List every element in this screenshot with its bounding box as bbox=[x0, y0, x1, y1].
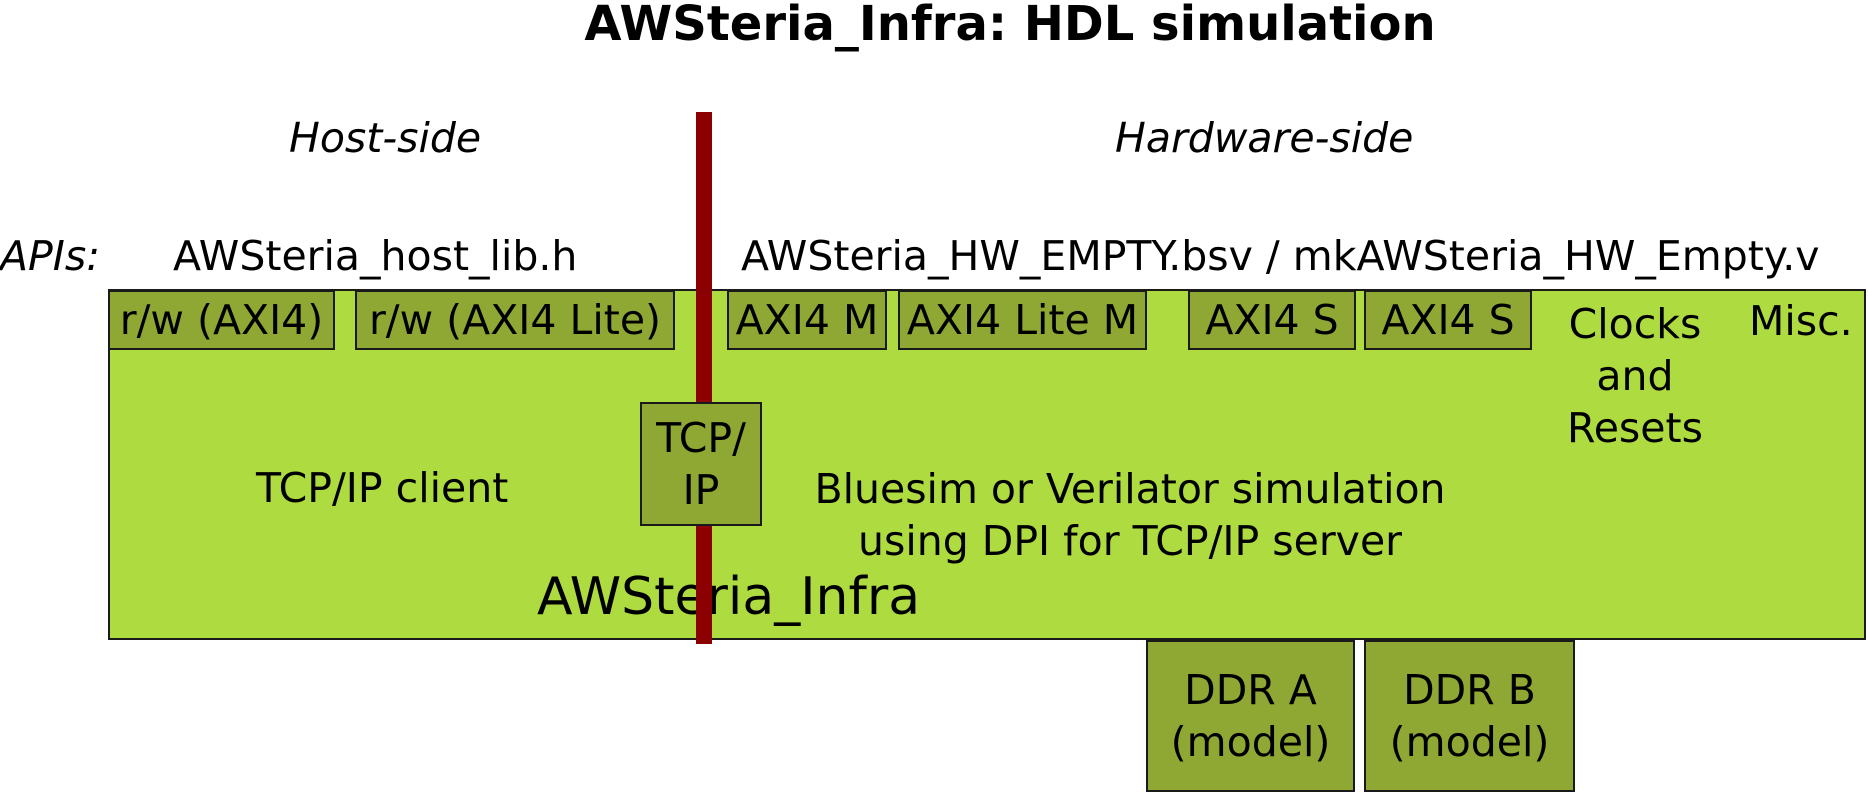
ddr-a-box: DDR A (model) bbox=[1146, 640, 1355, 792]
ddr-b-label: DDR B (model) bbox=[1389, 666, 1550, 766]
tcp-ip-box-label: TCP/ IP bbox=[656, 414, 746, 514]
host-hardware-divider bbox=[696, 112, 712, 644]
diagram-title: AWSteria_Infra: HDL simulation bbox=[584, 0, 1436, 52]
host-api-name: AWSteria_host_lib.h bbox=[173, 232, 578, 280]
hw-port-axi4-s-1: AXI4 S bbox=[1188, 290, 1356, 350]
apis-label: APIs: bbox=[0, 232, 101, 280]
infra-name-label: AWSteria_Infra bbox=[537, 567, 921, 627]
hw-port-axi4-s-2: AXI4 S bbox=[1364, 290, 1532, 350]
host-port-axi4-lite: r/w (AXI4 Lite) bbox=[355, 290, 675, 350]
hw-port-axi4-m: AXI4 M bbox=[727, 290, 887, 350]
host-port-axi4: r/w (AXI4) bbox=[108, 290, 335, 350]
simulation-label: Bluesim or Verilator simulation using DP… bbox=[814, 465, 1446, 565]
tcp-ip-client-label: TCP/IP client bbox=[256, 464, 509, 512]
misc-label: Misc. bbox=[1749, 297, 1853, 345]
host-side-label: Host-side bbox=[289, 114, 482, 162]
hw-port-axi4-lite-m: AXI4 Lite M bbox=[898, 290, 1147, 350]
tcp-ip-box: TCP/ IP bbox=[640, 402, 762, 526]
ddr-b-box: DDR B (model) bbox=[1364, 640, 1575, 792]
ddr-a-label: DDR A (model) bbox=[1170, 666, 1331, 766]
hw-api-name: AWSteria_HW_EMPTY.bsv / mkAWSteria_HW_Em… bbox=[741, 232, 1820, 280]
hardware-side-label: Hardware-side bbox=[1115, 114, 1414, 162]
clocks-resets-label: Clocks and Resets bbox=[1567, 300, 1703, 452]
